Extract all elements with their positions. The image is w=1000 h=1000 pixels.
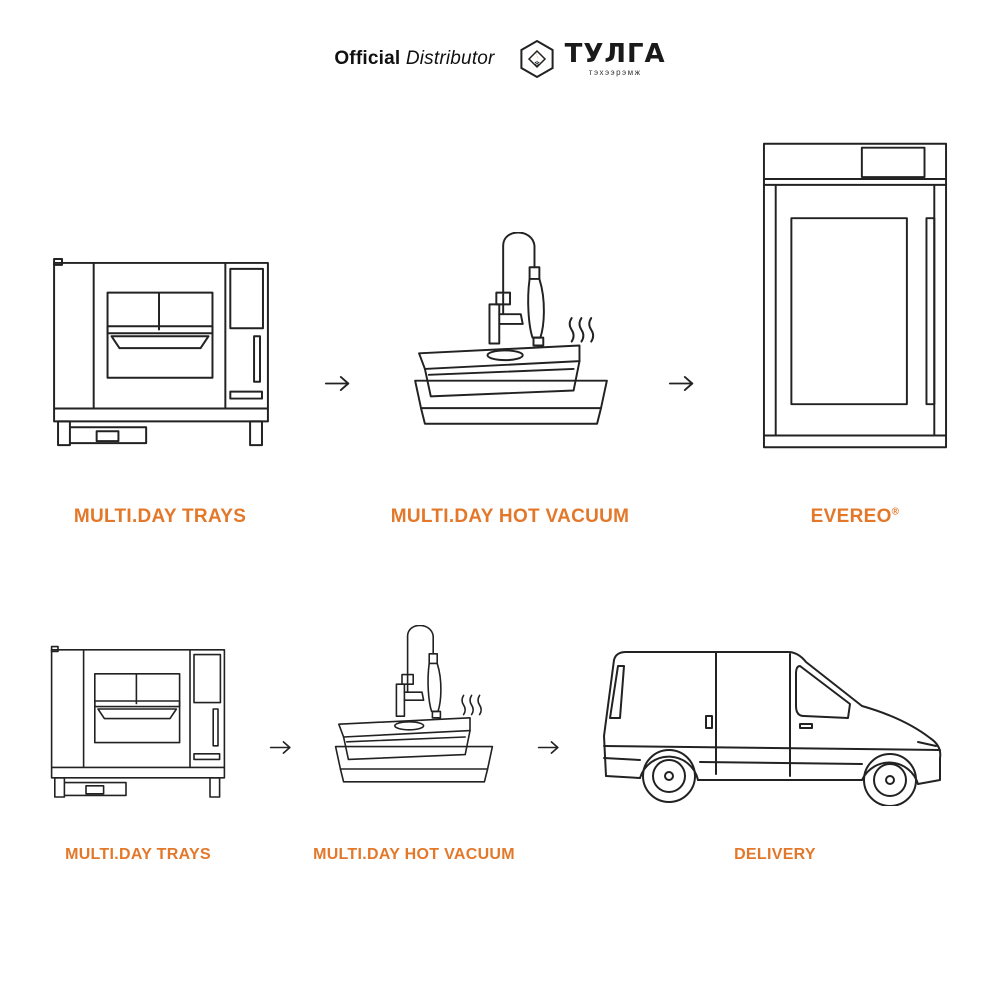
official-distributor-text: Official Distributor <box>334 48 494 70</box>
delivery-van-illustration <box>600 646 950 806</box>
label-multiday-trays: MULTI.DAY TRAYS <box>65 846 211 863</box>
label-multiday-hot-vacuum: MULTI.DAY HOT VACUUM <box>313 846 515 863</box>
label-evereo: EVEREO® <box>755 506 955 528</box>
distributor-word: Distributor <box>405 48 495 69</box>
arrow-right-icon <box>269 739 293 756</box>
evereo-cabinet-illustration <box>762 140 948 452</box>
hot-vacuum-illustration <box>334 625 494 809</box>
registered-mark: ® <box>891 506 900 518</box>
arrow-right-icon <box>324 374 352 393</box>
brand-name: ТУЛГА <box>564 39 666 69</box>
official-word: Official <box>334 48 401 69</box>
brand-logo: ✻ ТУЛГА тэхээрэмж <box>517 39 666 79</box>
hot-vacuum-illustration <box>412 232 610 457</box>
arrow-right-icon <box>668 374 696 393</box>
svg-text:✻: ✻ <box>534 60 540 68</box>
label-multiday-trays: MULTI.DAY TRAYS <box>73 506 247 527</box>
tulga-emblem-icon: ✻ <box>519 39 554 79</box>
label-evereo-text: EVEREO <box>810 506 892 527</box>
header: Official Distributor ✻ ТУЛГА тэхээрэмж <box>0 38 1000 80</box>
label-delivery: DELIVERY <box>734 846 816 863</box>
label-multiday-hot-vacuum: MULTI.DAY HOT VACUUM <box>390 506 630 527</box>
combi-oven-illustration <box>52 257 270 455</box>
combi-oven-illustration <box>50 645 226 805</box>
brand-subtitle: тэхээрэмж <box>588 68 642 77</box>
arrow-right-icon <box>537 739 561 756</box>
